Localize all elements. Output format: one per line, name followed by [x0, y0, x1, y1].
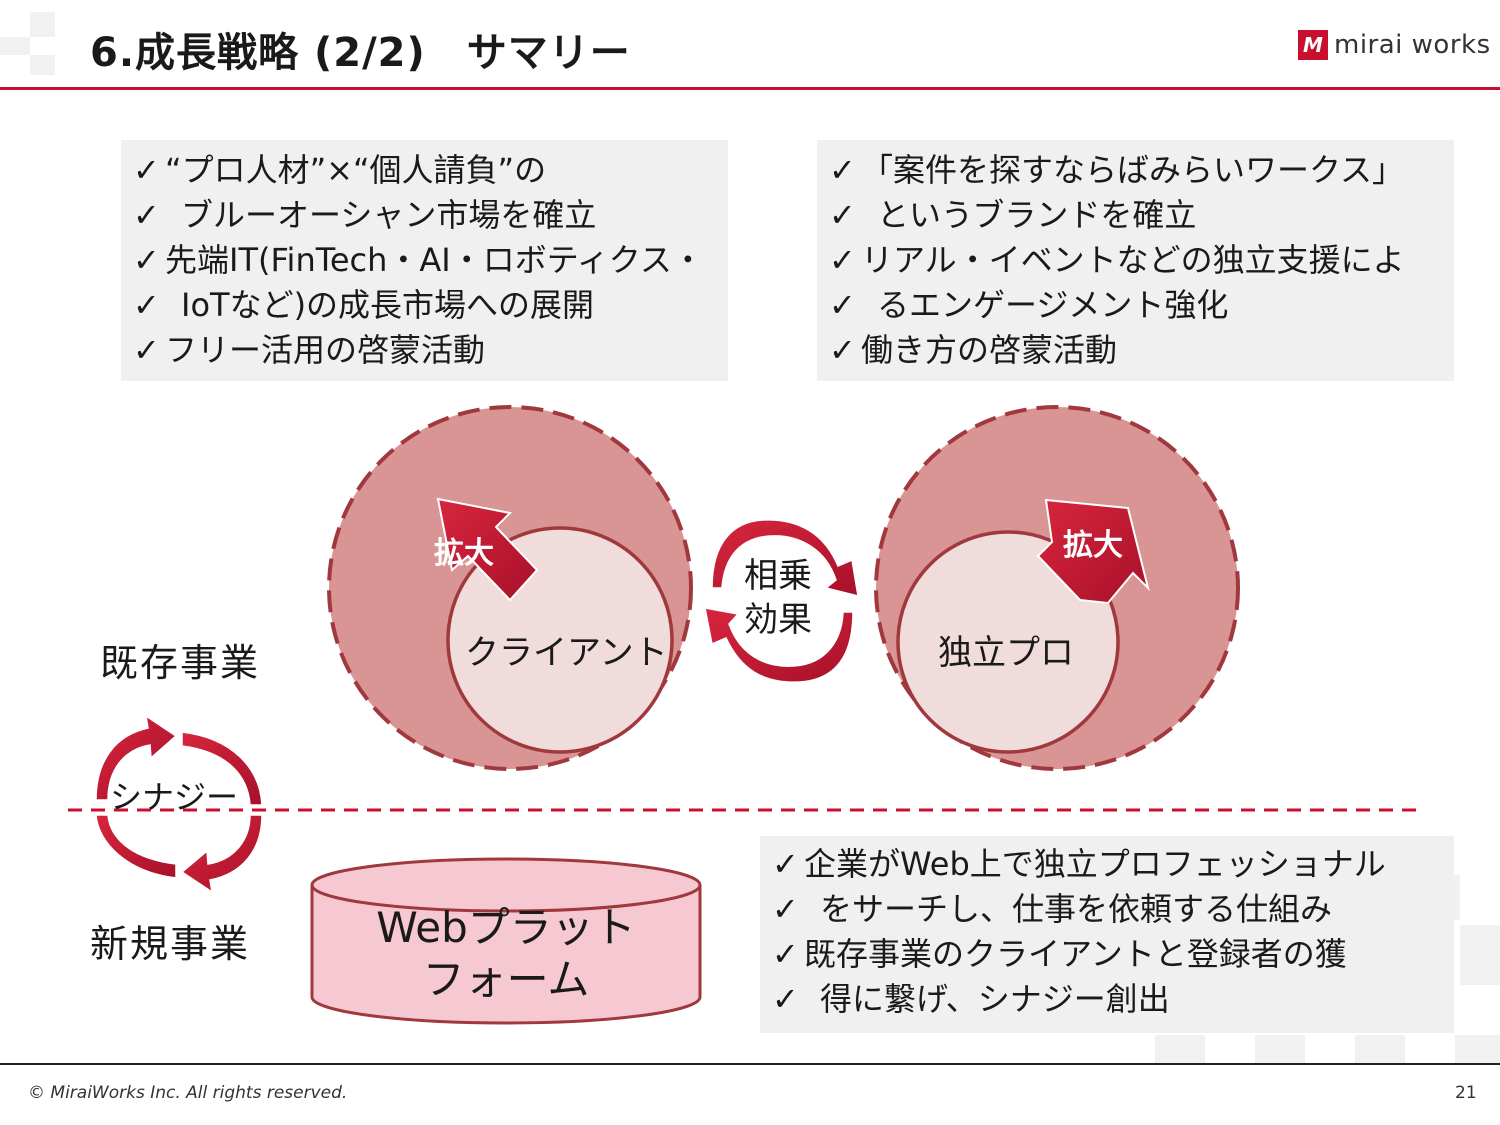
pro-inner-circle [896, 530, 1120, 754]
client-circle-label: クライアント [465, 633, 668, 673]
bullet-item: 先端IT(FinTech・AI・ロボティクス・ [121, 238, 728, 283]
copyright-text: © MiraiWorks Inc. All rights reserved. [28, 1083, 348, 1103]
web-platform-cylinder-top [310, 857, 702, 913]
decor-square [1455, 1035, 1500, 1063]
web-platform-line-2: フォーム [422, 955, 590, 1004]
business-synergy-arrow-top-icon [95, 714, 178, 801]
client-expand-label: 拡大 [434, 536, 494, 571]
business-synergy-arrow-left-icon [95, 814, 177, 879]
bullet-text: 企業がWeb上で独立プロフェッショナル [804, 845, 1386, 883]
web-platform-label: Webプラット フォーム [356, 902, 656, 1006]
web-platform-cylinder [310, 885, 702, 1025]
client-strategy-box: “プロ人材”×“個人請負”の ブルーオーシャン市場を確立 先端IT(FinTec… [121, 140, 728, 381]
bullet-text: ブルーオーシャン市場を確立 [181, 196, 597, 234]
decor-square [30, 12, 55, 37]
business-synergy-arrow-right-icon [181, 731, 263, 806]
bullet-item: 働き方の啓蒙活動 [817, 328, 1454, 373]
title-divider [0, 87, 1500, 90]
page-number: 21 [1455, 1083, 1477, 1103]
bullet-continuation: ブルーオーシャン市場を確立 [121, 193, 728, 238]
bullet-item: 既存事業のクライアントと登録者の獲 [760, 932, 1454, 977]
synergy-label: シナジー [110, 778, 239, 816]
page-title: 6.成長戦略 (2/2) サマリー [90, 30, 631, 76]
synergy-effect-line-1: 相乗 [744, 556, 812, 596]
bullet-text: 働き方の啓蒙活動 [861, 331, 1118, 369]
bullet-text: フリー活用の啓蒙活動 [165, 331, 486, 369]
bullet-text: 得に繋げ、シナジー創出 [820, 980, 1170, 1018]
synergy-cycle-arrow-bottom-icon [704, 607, 854, 683]
decor-square [1460, 925, 1500, 985]
bullet-text: 先端IT(FinTech・AI・ロボティクス・ [165, 241, 704, 279]
bullet-text: というブランドを確立 [877, 196, 1197, 234]
bullet-item: リアル・イベントなどの独立支援によ [817, 238, 1454, 283]
synergy-effect-line-2: 効果 [744, 600, 812, 640]
bullet-text: 「案件を探すならばみらいワークス」 [861, 151, 1405, 189]
pro-expand-arrow-icon [1036, 498, 1150, 605]
synergy-cycle-arrow-top-icon [711, 519, 859, 598]
bullet-continuation: というブランドを確立 [817, 193, 1454, 238]
decor-square [30, 55, 55, 75]
bullet-continuation: 得に繋げ、シナジー創出 [760, 977, 1454, 1022]
web-platform-box: 企業がWeb上で独立プロフェッショナル をサーチし、仕事を依頼する仕組み 既存事… [760, 836, 1454, 1033]
bullet-text: “プロ人材”×“個人請負”の [165, 151, 547, 189]
bullet-text: 既存事業のクライアントと登録者の獲 [804, 935, 1347, 973]
pro-expand-label: 拡大 [1063, 528, 1123, 563]
decor-square [1155, 1035, 1205, 1063]
bullet-item: 企業がWeb上で独立プロフェッショナル [760, 842, 1454, 887]
footer-divider [0, 1063, 1500, 1065]
web-platform-line-1: Webプラット [376, 903, 636, 952]
client-expand-arrow-icon [436, 497, 539, 602]
bullet-item: フリー活用の啓蒙活動 [121, 328, 728, 373]
pro-circle-label: 独立プロ [938, 633, 1074, 673]
bullet-text: るエンゲージメント強化 [877, 286, 1229, 324]
bullet-item: “プロ人材”×“個人請負”の [121, 148, 728, 193]
bullet-text: IoTなど)の成長市場への展開 [181, 286, 595, 324]
bullet-text: リアル・イベントなどの独立支援によ [861, 241, 1405, 279]
decor-square [1255, 1035, 1305, 1063]
bullet-continuation: るエンゲージメント強化 [817, 283, 1454, 328]
bullet-item: 「案件を探すならばみらいワークス」 [817, 148, 1454, 193]
company-logo: M mirai works [1298, 28, 1491, 62]
logo-text: mirai works [1334, 30, 1491, 60]
synergy-effect-label: 相乗 効果 [744, 554, 812, 642]
decor-square [0, 37, 30, 55]
existing-business-label: 既存事業 [100, 641, 261, 685]
new-business-label: 新規事業 [90, 922, 251, 966]
logo-mark-icon: M [1298, 30, 1328, 60]
business-synergy-arrow-bottom-icon [180, 814, 263, 894]
pro-strategy-box: 「案件を探すならばみらいワークス」 というブランドを確立 リアル・イベントなどの… [817, 140, 1454, 381]
bullet-text: をサーチし、仕事を依頼する仕組み [820, 890, 1333, 928]
decor-square [1355, 1035, 1405, 1063]
bullet-continuation: IoTなど)の成長市場への展開 [121, 283, 728, 328]
bullet-continuation: をサーチし、仕事を依頼する仕組み [760, 887, 1454, 932]
